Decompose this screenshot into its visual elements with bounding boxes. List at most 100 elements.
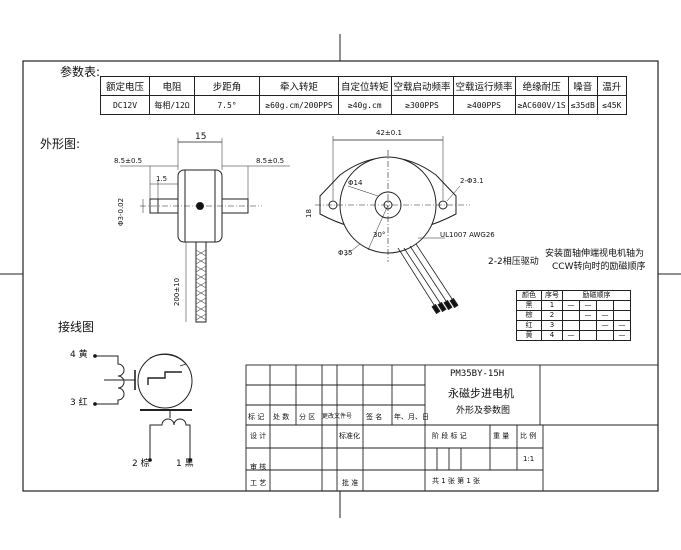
phase-row: 黑 1 —— bbox=[516, 300, 631, 311]
front-view bbox=[315, 136, 470, 315]
front-body-dia: Φ35 bbox=[338, 249, 353, 257]
phase-cell bbox=[613, 300, 631, 311]
phase-color: 黑 bbox=[516, 300, 542, 311]
review-label: 审 核 bbox=[250, 463, 267, 471]
param-value: ≥400PPS bbox=[452, 95, 516, 115]
rotation-note-line1: 安装面轴伸端视电机轴为 bbox=[545, 249, 645, 259]
rev-header-zone: 分 区 bbox=[299, 413, 316, 421]
title-block bbox=[245, 364, 659, 492]
param-header: 空载启动频率 bbox=[390, 76, 454, 96]
side-right-dim: 8.5±0.5 bbox=[256, 157, 285, 165]
terminal-3-label: 3 红 bbox=[70, 398, 88, 408]
phase-cell: — bbox=[562, 300, 580, 311]
phase-color: 红 bbox=[516, 320, 542, 331]
terminal-1-label: 1 黑 bbox=[176, 459, 194, 469]
phase-num: 3 bbox=[541, 320, 563, 331]
param-value: DC12V bbox=[100, 95, 150, 115]
phase-sequence-table: 颜色 序号 励磁顺序 黑 1 —— 棕 2 —— 红 3 —— 黄 4 —— bbox=[516, 290, 631, 341]
param-value: ≤45K bbox=[596, 95, 627, 115]
front-angle: 30° bbox=[373, 231, 386, 239]
rotation-note-line2: CCW转向时的励磁顺序 bbox=[552, 262, 646, 272]
phase-cell: — bbox=[613, 320, 631, 331]
phase-color: 棕 bbox=[516, 310, 542, 321]
param-header: 步距角 bbox=[194, 76, 260, 96]
param-value: ≥300PPS bbox=[390, 95, 454, 115]
param-header: 绝缘耐压 bbox=[514, 76, 569, 96]
phase-cell bbox=[579, 330, 597, 341]
side-shaft-dim: 1.5 bbox=[156, 175, 168, 183]
side-left-dim: 8.5±0.5 bbox=[114, 157, 143, 165]
phase-num: 1 bbox=[541, 300, 563, 311]
param-header: 空载运行频率 bbox=[452, 76, 516, 96]
phase-cell bbox=[613, 310, 631, 321]
rev-header-mark: 标 记 bbox=[248, 413, 265, 421]
weight-label: 重 量 bbox=[493, 432, 510, 440]
scale-label: 比 例 bbox=[520, 432, 537, 440]
param-value: ≥40g.cm bbox=[338, 95, 392, 115]
front-mount-hole: 2-Φ3.1 bbox=[460, 177, 484, 185]
phase-cell: — bbox=[579, 310, 597, 321]
phase-cell bbox=[596, 300, 614, 311]
param-value: ≥60g.cm/200PPS bbox=[259, 95, 339, 115]
rev-header-sign: 签 名 bbox=[366, 413, 383, 421]
param-header: 牵入转矩 bbox=[259, 76, 339, 96]
drawing-border bbox=[22, 60, 659, 492]
terminal-2-label: 2 棕 bbox=[132, 459, 150, 469]
stage-label: 阶 段 标 记 bbox=[432, 432, 467, 440]
phase-color: 黄 bbox=[516, 330, 542, 341]
rev-header-doc: 更改文件号 bbox=[322, 413, 353, 420]
sheet-count: 共 1 张 第 1 张 bbox=[432, 477, 481, 485]
phase-cell bbox=[579, 320, 597, 331]
side-shaft-dia: Φ3-0.02 bbox=[117, 197, 125, 226]
rev-header-date: 年、月、日 bbox=[394, 413, 429, 421]
process-label: 工 艺 bbox=[250, 479, 267, 487]
terminal-4-label: 4 黄 bbox=[70, 350, 88, 360]
phase-num: 4 bbox=[541, 330, 563, 341]
phase-row: 棕 2 —— bbox=[516, 310, 631, 321]
phase-header: 序号 bbox=[541, 290, 563, 301]
param-value: ≥AC600V/1S bbox=[514, 95, 569, 115]
wiring-diagram bbox=[93, 353, 193, 462]
front-drive-note: 2-2相压驱动 bbox=[488, 257, 539, 267]
param-header: 额定电压 bbox=[100, 76, 150, 96]
phase-cell: — bbox=[596, 310, 614, 321]
params-header-row: 额定电压 电阻 步距角 牵入转矩 自定位转矩 空载启动频率 空载运行频率 绝缘耐… bbox=[100, 76, 627, 96]
drawing-subtitle: 外形及参数图 bbox=[456, 406, 511, 416]
side-lead-length: 200±10 bbox=[173, 277, 181, 306]
phase-cell bbox=[562, 320, 580, 331]
phase-cell bbox=[562, 310, 580, 321]
params-table: 额定电压 电阻 步距角 牵入转矩 自定位转矩 空载启动频率 空载运行频率 绝缘耐… bbox=[100, 76, 627, 115]
param-header: 电阻 bbox=[149, 76, 195, 96]
phase-num: 2 bbox=[541, 310, 563, 321]
front-boss-dia: Φ14 bbox=[348, 179, 363, 187]
side-width-dim: 15 bbox=[195, 132, 207, 142]
param-value: ≤35dB bbox=[567, 95, 598, 115]
design-label: 设 计 bbox=[250, 432, 267, 440]
rev-header-count: 处 数 bbox=[273, 413, 290, 421]
param-value: 每相/12Ω bbox=[149, 95, 195, 115]
params-section-label: 参数表: bbox=[60, 65, 101, 79]
param-header: 温升 bbox=[596, 76, 627, 96]
phase-row: 黄 4 — — bbox=[516, 330, 631, 341]
wiring-section-label: 接线图 bbox=[58, 320, 95, 334]
outline-section-label: 外形图: bbox=[40, 137, 81, 151]
scale-value: 1:1 bbox=[523, 455, 535, 463]
standard-label: 标准化 bbox=[339, 432, 360, 440]
front-flange-dim: 18 bbox=[305, 209, 313, 218]
phase-header-row: 颜色 序号 励磁顺序 bbox=[516, 290, 631, 301]
phase-row: 红 3 —— bbox=[516, 320, 631, 331]
phase-cell: — bbox=[579, 300, 597, 311]
param-header: 自定位转矩 bbox=[338, 76, 392, 96]
phase-cell bbox=[596, 330, 614, 341]
params-value-row: DC12V 每相/12Ω 7.5° ≥60g.cm/200PPS ≥40g.cm… bbox=[100, 95, 627, 115]
param-header: 噪音 bbox=[567, 76, 598, 96]
front-cable-spec: UL1007 AWG26 bbox=[440, 231, 495, 239]
phase-cell: — bbox=[562, 330, 580, 341]
approve-label: 批 准 bbox=[342, 479, 359, 487]
param-value: 7.5° bbox=[194, 95, 260, 115]
phase-cell: — bbox=[596, 320, 614, 331]
model-number: PM35BY-15H bbox=[450, 369, 505, 379]
phase-cell: — bbox=[613, 330, 631, 341]
product-name: 永磁步进电机 bbox=[448, 387, 514, 400]
phase-header: 颜色 bbox=[516, 290, 542, 301]
